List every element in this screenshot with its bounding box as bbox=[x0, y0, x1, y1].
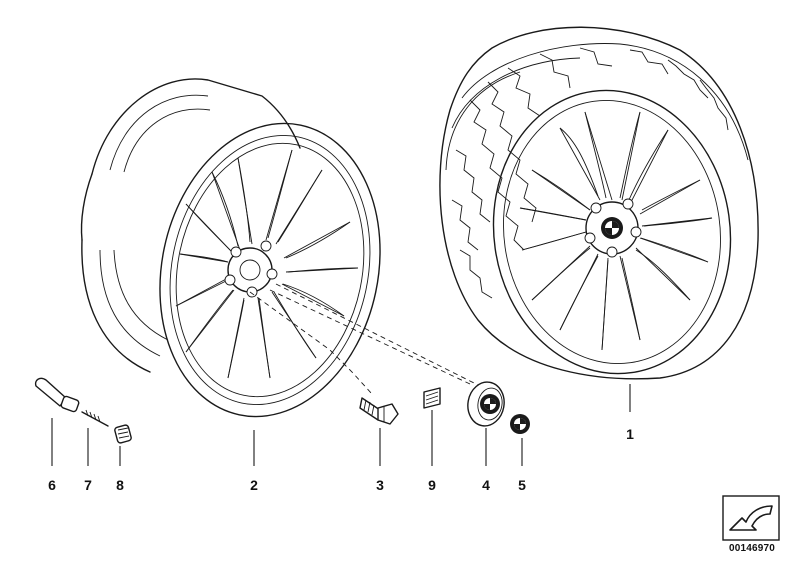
assembly-line-bolt bbox=[249, 291, 373, 395]
part-number-7[interactable]: 7 bbox=[84, 477, 92, 493]
part-number-2[interactable]: 2 bbox=[250, 477, 258, 493]
valve-cap[interactable] bbox=[114, 424, 132, 444]
next-page-button[interactable] bbox=[723, 496, 779, 540]
leader-lines bbox=[51, 384, 631, 466]
complete-wheel-with-tyre[interactable] bbox=[439, 26, 759, 389]
light-alloy-rim[interactable] bbox=[80, 78, 406, 437]
part-number-6[interactable]: 6 bbox=[48, 477, 56, 493]
valve-core[interactable] bbox=[81, 409, 109, 427]
tyre-valve[interactable] bbox=[34, 377, 80, 413]
hub-cap[interactable] bbox=[464, 379, 507, 429]
assembly-line-emblem bbox=[275, 283, 501, 397]
balance-weight[interactable] bbox=[423, 387, 441, 409]
part-number-5[interactable]: 5 bbox=[518, 477, 526, 493]
curved-arrow-icon bbox=[722, 495, 780, 541]
part-number-8[interactable]: 8 bbox=[116, 477, 124, 493]
bmw-roundel-icon bbox=[601, 217, 623, 239]
wheel-bolt[interactable] bbox=[359, 397, 399, 425]
part-number-1[interactable]: 1 bbox=[626, 426, 634, 442]
part-number-3[interactable]: 3 bbox=[376, 477, 384, 493]
assembly-line-cap bbox=[269, 289, 471, 385]
part-number-4[interactable]: 4 bbox=[482, 477, 490, 493]
diagram-id: 00146970 bbox=[728, 543, 776, 554]
emblem-badge[interactable] bbox=[510, 414, 530, 434]
part-number-9[interactable]: 9 bbox=[428, 477, 436, 493]
